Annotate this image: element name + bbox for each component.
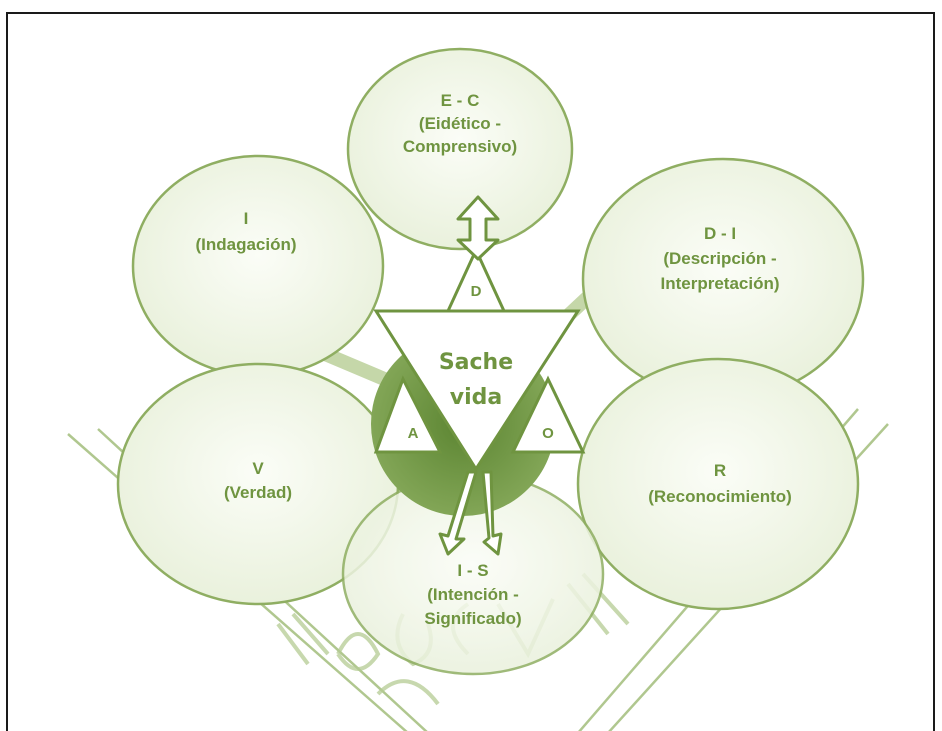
node-di-line2: (Descripción -: [663, 249, 776, 268]
node-di-line1: D - I: [704, 224, 736, 243]
node-r: R (Reconocimiento): [648, 461, 792, 506]
node-ec-line2: (Eidético -: [419, 114, 501, 133]
arrows-down: [438, 470, 503, 556]
center-label-line2: vida: [450, 385, 502, 410]
triangle-label-d: D: [471, 283, 482, 300]
center-label-line1: Sache: [439, 350, 513, 375]
triangle-label-o: O: [542, 425, 554, 442]
node-i-line1: I: [244, 209, 249, 228]
triangle-o: [510, 375, 586, 454]
node-ellipse-r: [576, 357, 860, 611]
node-r-line1: R: [714, 461, 726, 480]
node-ec: E - C (Eidético - Comprensivo): [403, 91, 517, 156]
node-ec-line1: E - C: [441, 91, 480, 110]
diagram-frame: Sache vida D A O E - C (Eidético - Compr…: [6, 12, 935, 731]
node-is-line1: I - S: [457, 561, 488, 580]
node-is-line2: (Intención -: [427, 585, 519, 604]
node-v-line1: V: [252, 459, 264, 478]
triangle-label-a: A: [408, 425, 419, 442]
node-i: I (Indagación): [195, 209, 296, 254]
node-di: D - I (Descripción - Interpretación): [660, 224, 779, 293]
node-is-line3: Significado): [424, 609, 521, 628]
double-arrow-up: [456, 195, 500, 261]
node-di-line3: Interpretación): [660, 274, 779, 293]
node-r-line2: (Reconocimiento): [648, 487, 792, 506]
node-v: V (Verdad): [224, 459, 292, 502]
node-ellipse-ec: [346, 47, 574, 251]
node-ec-line3: Comprensivo): [403, 137, 517, 156]
node-i-line2: (Indagación): [195, 235, 296, 254]
node-v-line2: (Verdad): [224, 483, 292, 502]
diagram-canvas: Sache vida D A O E - C (Eidético - Compr…: [67, 47, 889, 731]
triangle-d: [445, 246, 507, 313]
node-is: I - S (Intención - Significado): [424, 561, 521, 628]
node-ellipse-i: [131, 154, 385, 378]
triangle-a: [373, 375, 443, 454]
